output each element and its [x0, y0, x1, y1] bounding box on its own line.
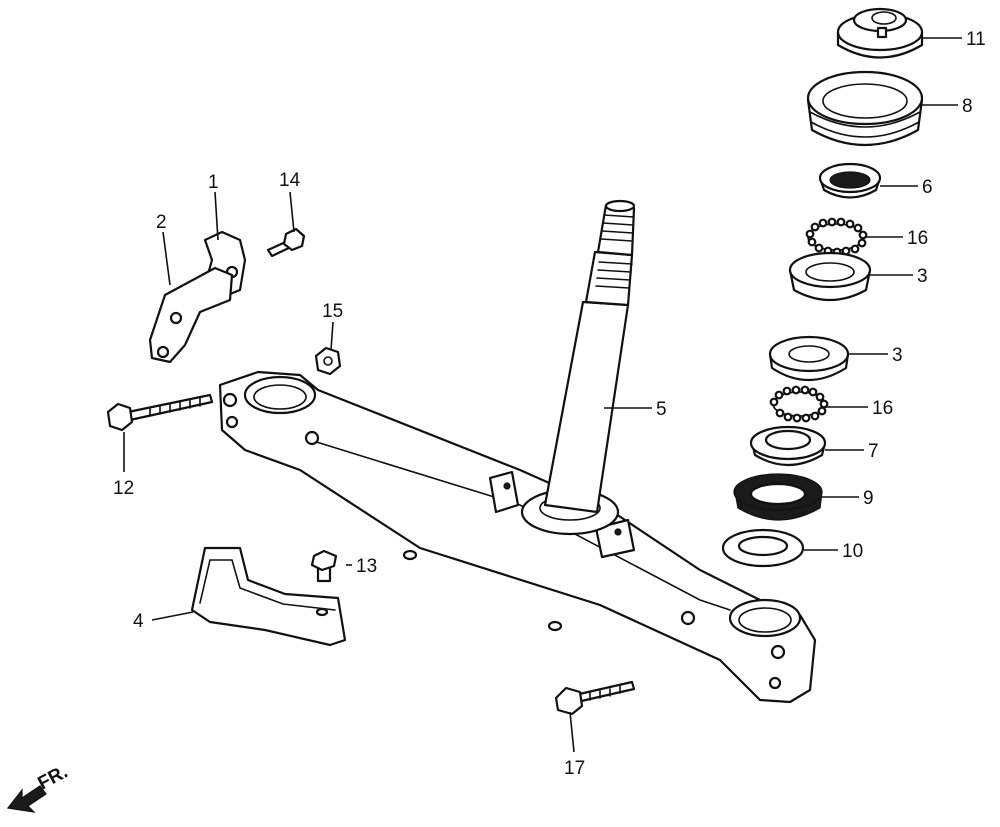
- steering-stem-assembly: [218, 199, 817, 704]
- callout-17: 17: [564, 758, 585, 779]
- washer-10: [721, 528, 805, 568]
- callout-6: 6: [922, 177, 933, 198]
- callout-16-lower: 16: [872, 398, 893, 419]
- callout-7: 7: [868, 441, 879, 462]
- ball-race-3-upper: [788, 251, 872, 301]
- ball-bearings-upper: [805, 217, 868, 257]
- callout-2: 2: [156, 212, 167, 233]
- callout-8: 8: [962, 96, 973, 117]
- callout-5: 5: [656, 399, 667, 420]
- dust-seal-9: [733, 473, 823, 521]
- front-direction-marker: FR.: [6, 762, 71, 813]
- callout-3-lower: 3: [892, 345, 903, 366]
- lower-bracket: [148, 266, 234, 364]
- lock-nut-11: [836, 7, 924, 59]
- callout-13: 13: [356, 556, 377, 577]
- callout-4: 4: [133, 611, 144, 632]
- bolt-13: [310, 549, 338, 583]
- dust-seal-8: [806, 70, 924, 146]
- screw-14: [266, 227, 306, 258]
- ball-bearings-lower: [769, 385, 829, 423]
- callout-14: 14: [279, 170, 301, 191]
- callout-12: 12: [113, 478, 134, 499]
- callout-11: 11: [966, 29, 986, 50]
- callout-16-upper: 16: [907, 228, 928, 249]
- callout-10: 10: [842, 541, 863, 562]
- leader-lines: [123, 37, 962, 753]
- callout-15: 15: [322, 301, 343, 322]
- callout-3-upper: 3: [917, 266, 928, 287]
- bridge-cover: [190, 546, 347, 647]
- callout-1: 1: [208, 172, 219, 193]
- cone-race-7: [749, 425, 827, 466]
- cone-race-6: [818, 162, 882, 199]
- callout-9: 9: [863, 488, 874, 509]
- bolt-12: [106, 393, 214, 432]
- nut-15: [314, 346, 342, 376]
- ball-race-3-lower: [768, 335, 850, 382]
- bolt-17: [554, 680, 636, 716]
- front-arrow-icon: [6, 785, 47, 813]
